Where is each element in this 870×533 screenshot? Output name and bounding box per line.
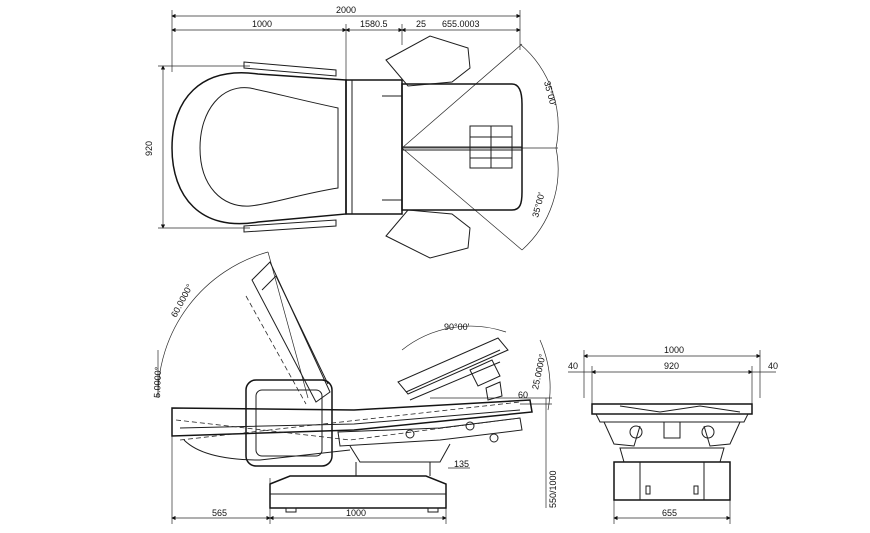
dim-seat-length: 1580.5	[360, 19, 388, 29]
base	[269, 462, 447, 513]
end-view: 1000 920 40 40 655	[568, 345, 778, 524]
end-bed	[591, 403, 753, 463]
side-view: 60.0000° 5.0000° 90°00' 25.0000° 60 135 …	[152, 251, 558, 524]
dim-step: 60	[518, 390, 528, 400]
dim-back-angle: 60.0000°	[169, 282, 195, 319]
top-view: 2000 1000 1580.5 25 655.0003 920 35°00' …	[144, 5, 559, 259]
dim-leg-length: 655.0003	[442, 19, 480, 29]
dim-height-range: 550/1000	[548, 470, 558, 508]
dim-total-width: 1000	[664, 345, 684, 355]
seat-outline	[345, 79, 403, 215]
dim-leg-angle: 90°00'	[444, 322, 470, 332]
top-dimensions	[158, 10, 559, 251]
mechanism	[337, 417, 523, 463]
dim-base-length: 1000	[346, 508, 366, 518]
end-dimensions	[568, 350, 776, 524]
dim-leg-angle-upper: 35°00'	[542, 80, 558, 107]
bed-reclined	[171, 399, 533, 461]
dim-base-width: 655	[662, 508, 677, 518]
legrest-raised	[397, 337, 509, 401]
backrest-raised	[245, 261, 331, 405]
dim-width: 920	[144, 141, 154, 156]
top-dim-labels: 2000 1000 1580.5 25 655.0003 920 35°00' …	[144, 5, 558, 219]
dim-leg-angle-lower: 35°00'	[530, 191, 546, 218]
dim-base-offset: 135	[454, 459, 469, 469]
dim-inner-width: 920	[664, 361, 679, 371]
dim-front-overhang: 565	[212, 508, 227, 518]
side-dim-labels: 60.0000° 5.0000° 90°00' 25.0000° 60 135 …	[152, 282, 558, 518]
headrest-outline	[171, 61, 347, 233]
end-base	[613, 461, 731, 501]
dim-right-margin: 40	[768, 361, 778, 371]
side-dimensions	[157, 251, 552, 524]
end-dim-labels: 1000 920 40 40 655	[568, 345, 778, 518]
dim-gap: 25	[416, 19, 426, 29]
dim-overall-length: 2000	[336, 5, 356, 15]
dim-back-extension: 5.0000°	[152, 366, 163, 398]
dim-left-margin: 40	[568, 361, 578, 371]
dim-leg-tilt: 25.0000°	[530, 353, 547, 391]
dim-head-length: 1000	[252, 19, 272, 29]
leg-section-outline	[385, 35, 523, 259]
